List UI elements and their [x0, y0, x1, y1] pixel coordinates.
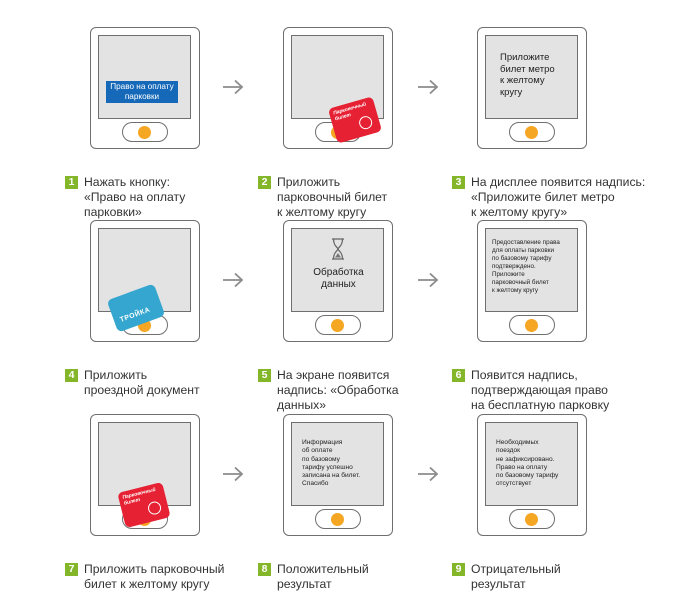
parking-payment-screen-button: Право на оплату парковки [106, 81, 178, 103]
step-number: 4 [65, 369, 78, 382]
validator-device: Право на оплату парковки [90, 27, 200, 149]
metro-logo-icon [357, 114, 374, 131]
validator-screen: Информация об оплате по базовому тарифу … [291, 422, 384, 506]
step-5: Обработка данных 5 На экране появится на… [258, 220, 473, 412]
validator-button [315, 315, 361, 335]
step-text: Приложить проездной документ [84, 368, 200, 397]
step-text: Нажать кнопку: «Право на оплату парковки… [84, 175, 186, 219]
step-4: ТРОЙКА 4 Приложить проездной документ [65, 220, 280, 410]
hourglass-icon [332, 238, 344, 260]
validator-device: Приложите билет метро к желтому кругу [477, 27, 587, 149]
step-6: Предоставление права для оплаты парковки… [452, 220, 667, 412]
arrow-right-icon [223, 79, 244, 95]
screen-message: Обработка данных [313, 267, 364, 290]
step-text: На экране появится надпись: «Обработка д… [277, 368, 399, 412]
step-number: 6 [452, 369, 465, 382]
yellow-circle [331, 512, 344, 526]
step-number: 3 [452, 176, 465, 189]
validator-screen: Предоставление права для оплаты парковки… [485, 228, 578, 312]
step-text: Появится надпись, подтверждающая право н… [471, 368, 610, 412]
validator-screen [98, 422, 191, 506]
validator-button [315, 509, 361, 529]
arrow-right-icon [223, 272, 244, 288]
yellow-circle [525, 125, 538, 139]
yellow-circle [331, 318, 344, 332]
validator-button [122, 122, 168, 142]
arrow-right-icon [223, 466, 244, 482]
screen-message: Необходимых поездок не зафиксировано. Пр… [496, 439, 559, 488]
step-text: Приложить парковочный билет к желтому кр… [277, 175, 388, 219]
step-number: 8 [258, 563, 271, 576]
step-7: Парковочный билет 7 Приложить парковочны… [65, 414, 280, 604]
validator-device: Парковочный билет [283, 27, 393, 149]
step-text: Приложить парковочный билет к желтому кр… [84, 562, 225, 591]
validator-button [509, 315, 555, 335]
yellow-circle [525, 512, 538, 526]
validator-device: Информация об оплате по базовому тарифу … [283, 414, 393, 536]
arrow-right-icon [418, 79, 439, 95]
step-text: Положительный результат [277, 562, 369, 591]
yellow-circle [138, 125, 151, 139]
arrow-right-icon [418, 272, 439, 288]
validator-screen: Необходимых поездок не зафиксировано. Пр… [485, 422, 578, 506]
step-text: Отрицательный результат [471, 562, 561, 591]
troika-card-label: ТРОЙКА [119, 306, 152, 324]
validator-screen: Приложите билет метро к желтому кругу [485, 35, 578, 119]
validator-screen: Право на оплату парковки [98, 35, 191, 119]
validator-device: Обработка данных [283, 220, 393, 342]
metro-logo-icon [146, 500, 163, 516]
step-3: Приложите билет метро к желтому кругу 3 … [452, 27, 667, 219]
validator-screen: Обработка данных [291, 228, 384, 312]
arrow-right-icon [418, 466, 439, 482]
validator-button [509, 122, 555, 142]
step-1: Право на оплату парковки 1 Нажать кнопку… [65, 27, 280, 219]
validator-button [509, 509, 555, 529]
screen-message: Предоставление права для оплаты парковки… [492, 239, 560, 294]
validator-device: ТРОЙКА [90, 220, 200, 342]
step-8: Информация об оплате по базовому тарифу … [258, 414, 473, 604]
screen-message: Приложите билет метро к желтому кругу [500, 52, 555, 98]
screen-message: Информация об оплате по базовому тарифу … [302, 439, 361, 488]
step-9: Необходимых поездок не зафиксировано. Пр… [452, 414, 667, 604]
step-number: 2 [258, 176, 271, 189]
validator-device: Парковочный билет [90, 414, 200, 536]
validator-device: Предоставление права для оплаты парковки… [477, 220, 587, 342]
step-text: На дисплее появится надпись: «Приложите … [471, 175, 646, 219]
step-number: 1 [65, 176, 78, 189]
validator-device: Необходимых поездок не зафиксировано. Пр… [477, 414, 587, 536]
yellow-circle [525, 318, 538, 332]
step-number: 5 [258, 369, 271, 382]
step-2: Парковочный билет 2 Приложить парковочны… [258, 27, 473, 219]
step-number: 9 [452, 563, 465, 576]
step-number: 7 [65, 563, 78, 576]
